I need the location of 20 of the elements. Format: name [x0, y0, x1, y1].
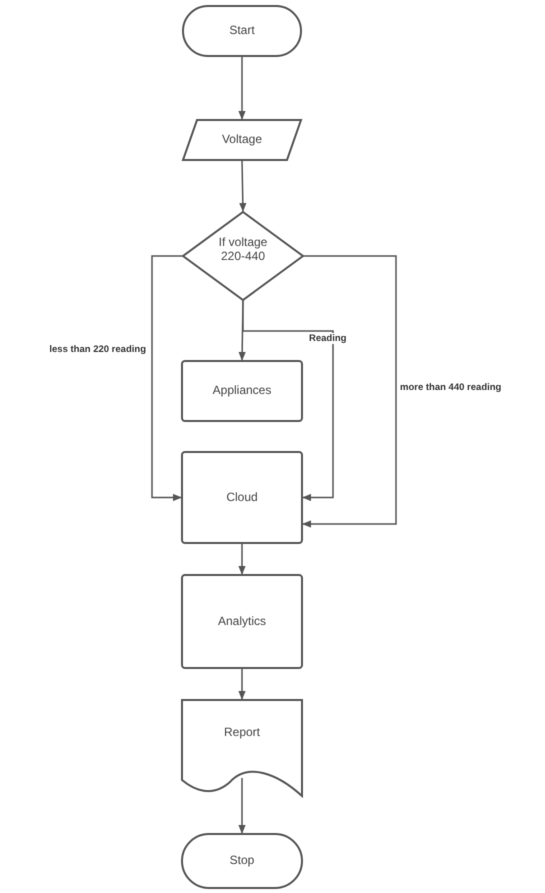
arrow [238, 300, 246, 362]
arrow [238, 543, 246, 575]
edge-label: more than 440 reading [400, 382, 502, 393]
arrow [151, 255, 183, 502]
edge-label: less than 220 reading [49, 344, 146, 355]
node-label: Start [229, 24, 255, 38]
arrow [302, 255, 397, 528]
edge-label: Reading [309, 333, 346, 344]
arrow [242, 300, 334, 502]
arrow [238, 778, 246, 834]
arrow [239, 160, 246, 212]
node-label: Analytics [218, 614, 266, 628]
node-label: Report [224, 726, 260, 740]
node-label: If voltage 220-440 [218, 236, 268, 264]
node-label: Cloud [226, 490, 258, 504]
arrow [238, 56, 246, 120]
node-label: Stop [230, 854, 254, 868]
node-label: Voltage [222, 133, 262, 147]
node-label: Appliances [212, 384, 272, 398]
arrow [238, 668, 246, 700]
